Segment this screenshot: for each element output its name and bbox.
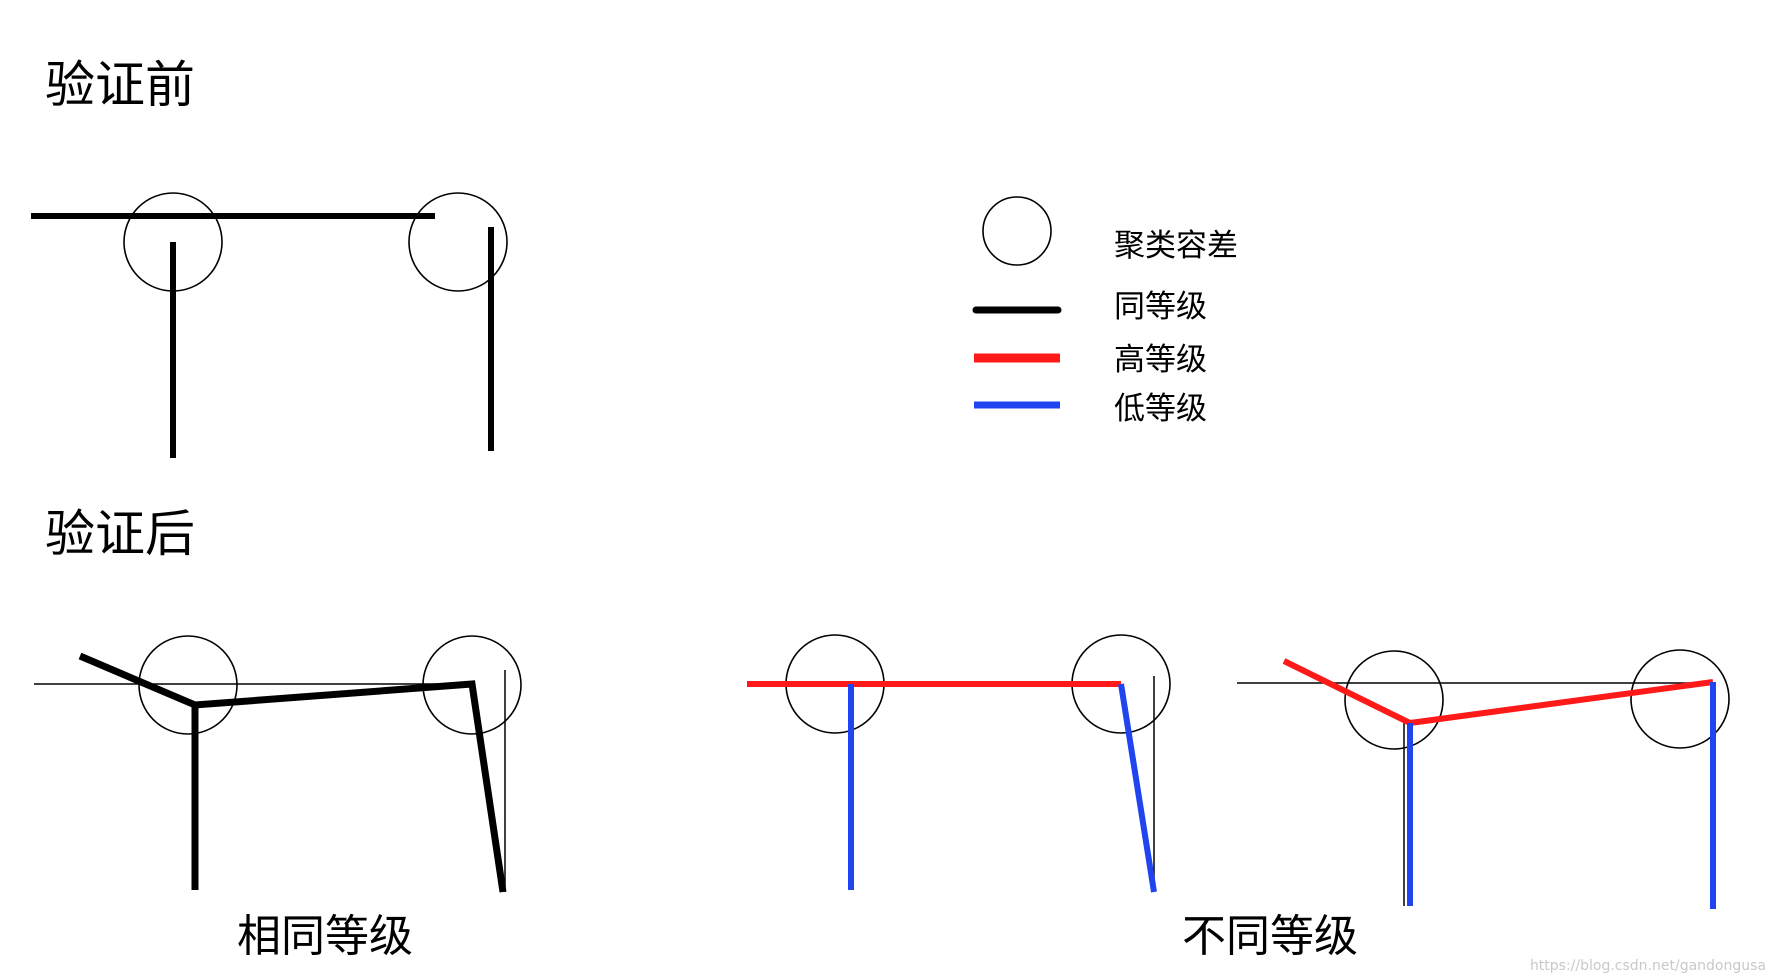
adjusted-same-level-road bbox=[78, 652, 507, 893]
legend-tolerance-circle-icon bbox=[982, 196, 1052, 266]
high-level-road-adjusted bbox=[1282, 658, 1714, 727]
after-same-level-diagram bbox=[34, 635, 522, 893]
before-tolerance-circle-right bbox=[408, 192, 508, 292]
legend-low-level-label: 低等级 bbox=[1114, 391, 1207, 427]
legend: 聚类容差 同等级 高等级 低等级 bbox=[972, 196, 1238, 427]
after-different-level-diagram-1 bbox=[747, 634, 1171, 893]
legend-high-level-label: 高等级 bbox=[1114, 342, 1207, 378]
caption-different-level: 不同等级 bbox=[1182, 911, 1358, 962]
legend-same-level-label: 同等级 bbox=[1114, 289, 1207, 325]
after-different-level-diagram-2 bbox=[1237, 649, 1730, 909]
caption-same-level: 相同等级 bbox=[237, 911, 413, 962]
tolerance-circle-right bbox=[1630, 649, 1730, 749]
tolerance-circle-left bbox=[1344, 650, 1444, 750]
before-title: 验证前 bbox=[45, 56, 195, 114]
legend-tolerance-label: 聚类容差 bbox=[1114, 228, 1238, 264]
watermark: https://blog.csdn.net/gandongusa bbox=[1530, 958, 1766, 974]
before-diagram bbox=[31, 192, 508, 458]
tolerance-circle-left bbox=[138, 635, 238, 735]
after-title: 验证后 bbox=[45, 505, 195, 563]
low-level-road-right-adjusted bbox=[1118, 683, 1157, 893]
